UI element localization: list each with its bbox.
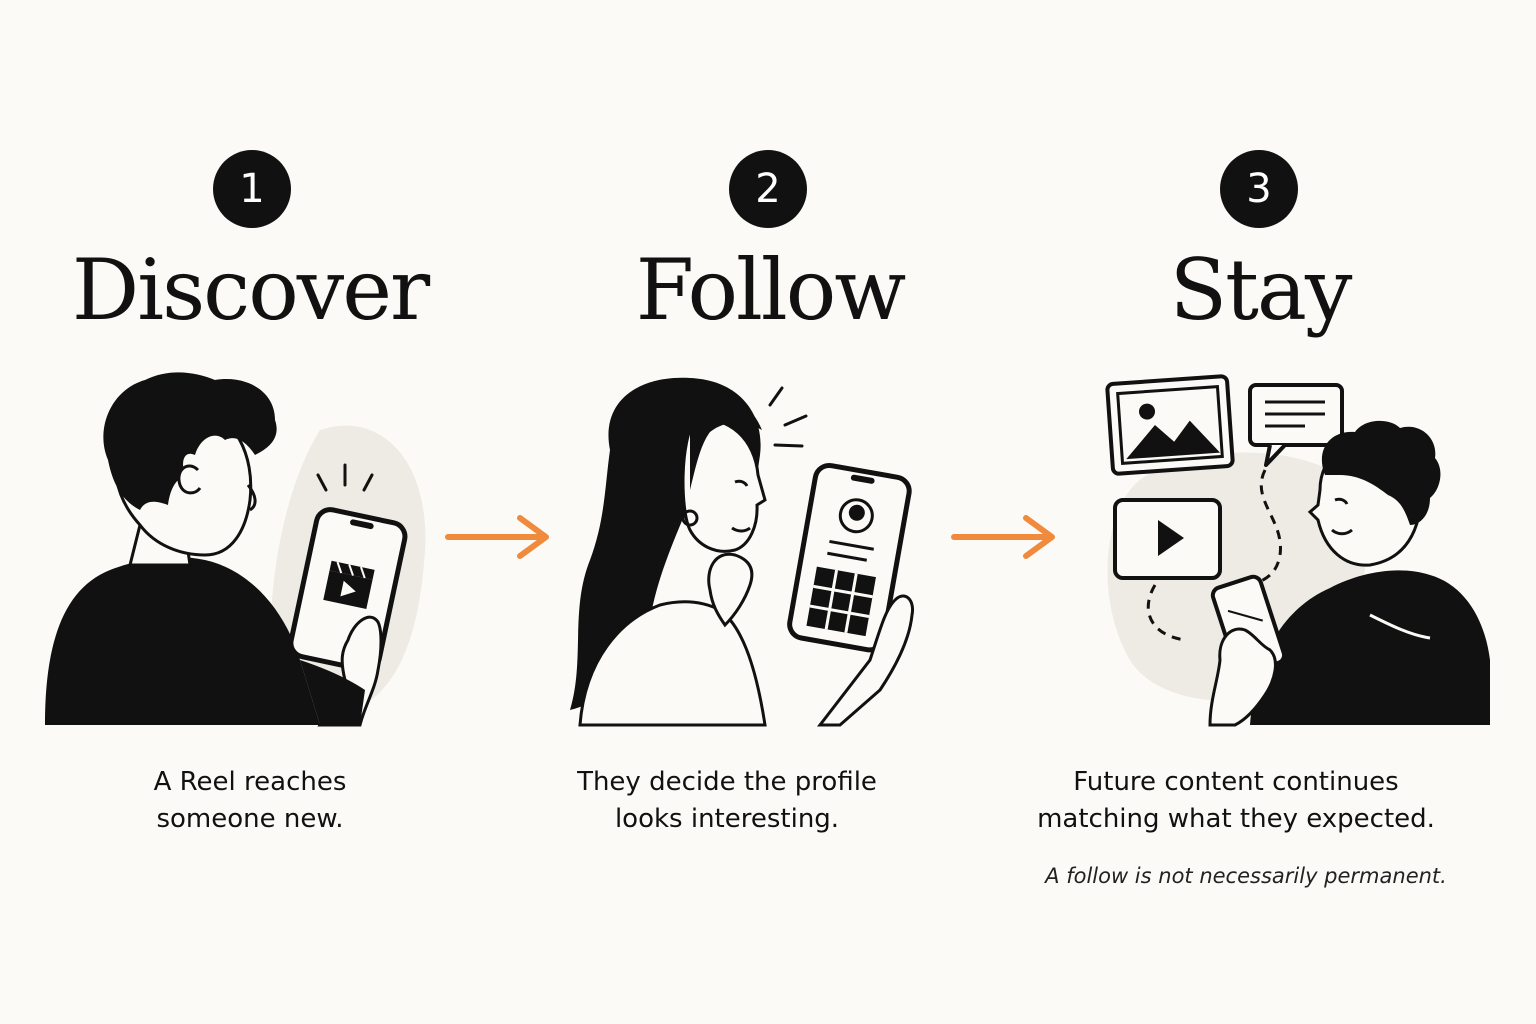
follow-illustration xyxy=(570,377,915,727)
play-icon xyxy=(1158,520,1184,556)
caption-line: someone new. xyxy=(156,804,344,834)
caption-line: looks interesting. xyxy=(614,804,840,834)
chat-bubble-icon xyxy=(1248,383,1344,467)
footnote: A follow is not necessarily permanent. xyxy=(1045,864,1447,888)
video-clapper-icon xyxy=(323,560,375,610)
step-caption: They decide the profile looks interestin… xyxy=(497,764,957,838)
discover-illustration xyxy=(45,372,426,727)
step-title: Follow xyxy=(635,241,906,339)
arrow-right-icon xyxy=(951,515,1055,559)
play-icon xyxy=(340,580,356,597)
step-number-badge: 2 xyxy=(729,150,807,228)
step-title: Stay xyxy=(1169,241,1353,339)
caption-line: They decide the profile xyxy=(577,767,877,797)
caption-line: A Reel reaches xyxy=(153,767,347,797)
step-stay: 3 Stay xyxy=(1030,0,1510,1024)
step-title: Discover xyxy=(71,241,430,339)
step-caption: Future content continues matching what t… xyxy=(1006,764,1466,838)
step-discover: 1 Discover xyxy=(20,0,480,1024)
step-number-badge: 1 xyxy=(213,150,291,228)
arrow-right-icon xyxy=(445,515,549,559)
image-icon xyxy=(1105,374,1235,476)
stay-illustration xyxy=(1105,374,1490,727)
phone-icon xyxy=(787,462,912,653)
caption-line: matching what they expected. xyxy=(1037,804,1435,834)
step-follow: 2 Follow They decide xyxy=(540,0,1000,1024)
step-caption: A Reel reaches someone new. xyxy=(20,764,480,838)
caption-line: Future content continues xyxy=(1073,767,1399,797)
video-icon xyxy=(1113,498,1222,580)
step-number-badge: 3 xyxy=(1220,150,1298,228)
